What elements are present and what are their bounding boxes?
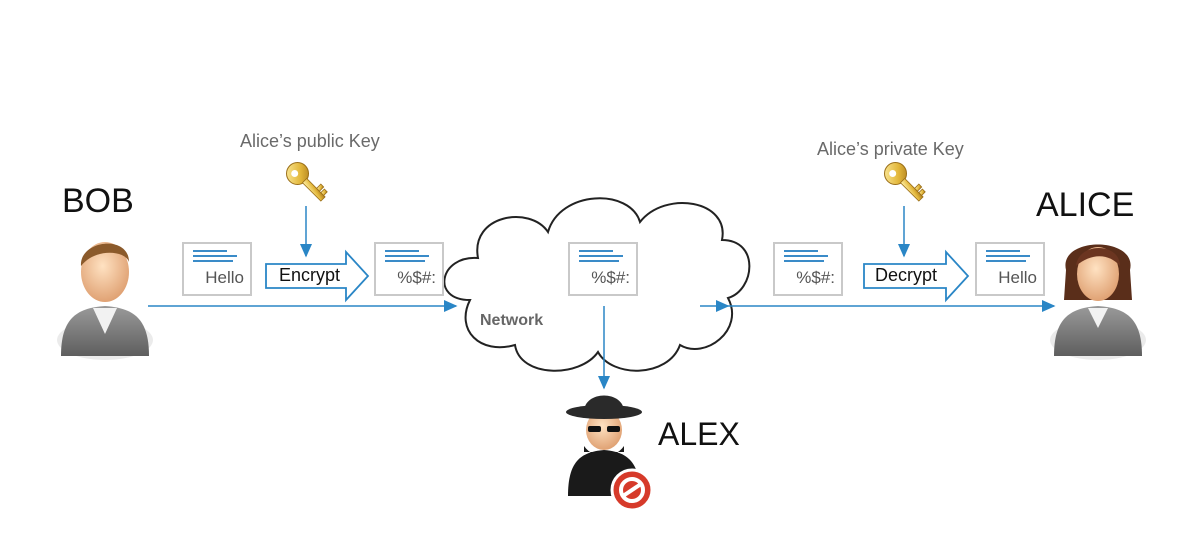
document-icon xyxy=(784,250,832,265)
document-text: Hello xyxy=(205,268,244,287)
document-text: %$#: xyxy=(397,268,436,287)
key-icon xyxy=(884,162,926,202)
document-plain-alice: Hello xyxy=(975,242,1045,296)
key-icon xyxy=(286,162,328,202)
document-icon xyxy=(385,250,433,265)
document-cipher-received: %$#: xyxy=(773,242,843,296)
document-cipher-network: %$#: xyxy=(568,242,638,296)
document-text: Hello xyxy=(998,268,1037,287)
document-text: %$#: xyxy=(591,268,630,287)
document-icon xyxy=(986,250,1034,265)
encrypt-label: Encrypt xyxy=(279,265,341,285)
document-text: %$#: xyxy=(796,268,835,287)
private-key-label: Alice’s private Key xyxy=(817,139,964,159)
person-icon xyxy=(1050,244,1146,360)
alex-label: ALEX xyxy=(658,416,740,452)
public-key-label: Alice’s public Key xyxy=(240,131,380,151)
document-cipher-encrypted: %$#: xyxy=(374,242,444,296)
document-plain-bob: Hello xyxy=(182,242,252,296)
person-icon xyxy=(57,242,153,360)
alice-label: ALICE xyxy=(1036,186,1135,224)
document-icon xyxy=(579,250,627,265)
document-icon xyxy=(193,250,241,265)
network-label: Network xyxy=(480,312,544,329)
block-icon xyxy=(610,468,654,512)
bob-label: BOB xyxy=(62,182,134,220)
encrypt-arrow xyxy=(265,249,370,303)
decrypt-arrow xyxy=(863,249,970,303)
decrypt-label: Decrypt xyxy=(875,265,938,285)
